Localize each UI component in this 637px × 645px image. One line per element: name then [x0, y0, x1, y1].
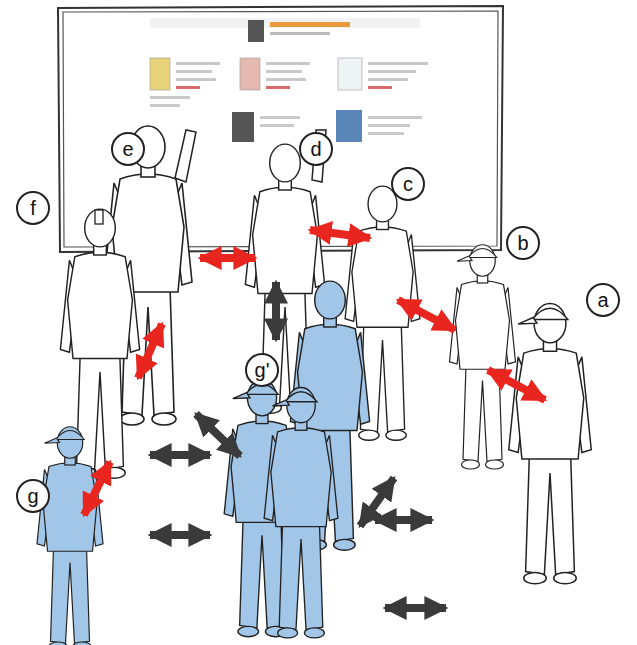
raised-arm	[175, 130, 196, 182]
callout-text: b	[517, 233, 528, 253]
book-cover	[336, 110, 362, 142]
red-arrows	[84, 230, 545, 515]
person-a	[509, 303, 592, 583]
callout-text: d	[310, 139, 321, 159]
person-blue	[264, 388, 338, 638]
price-line	[266, 86, 290, 89]
callout-letter: c	[391, 167, 425, 201]
book-cover	[232, 112, 254, 142]
screen-banner	[150, 18, 420, 28]
callout-text: a	[597, 290, 608, 310]
price-line	[368, 86, 392, 89]
book-cover	[240, 58, 260, 90]
callout-letter: a	[586, 283, 620, 317]
dark-arrows	[150, 282, 446, 608]
callout-letter: b	[506, 226, 540, 260]
callout-text: g'	[255, 360, 270, 380]
device-image	[248, 20, 264, 42]
callout-text: c	[403, 174, 413, 194]
callout-letter: g'	[245, 353, 279, 387]
person-b	[450, 245, 516, 469]
book-cover	[150, 58, 170, 90]
callout-letter: e	[111, 132, 145, 166]
callout-letter: d	[299, 132, 333, 166]
person-g	[37, 427, 103, 645]
banner-bar	[270, 32, 330, 35]
price-line	[176, 86, 200, 89]
callout-text: e	[122, 139, 133, 159]
callout-text: g	[27, 486, 38, 506]
banner-bar	[270, 22, 350, 27]
listing-lines	[150, 62, 428, 135]
book-cover	[338, 58, 362, 90]
callout-letter: f	[16, 191, 50, 225]
callout-letter: g	[16, 479, 50, 513]
phone	[95, 210, 103, 224]
callout-text: f	[30, 198, 36, 218]
